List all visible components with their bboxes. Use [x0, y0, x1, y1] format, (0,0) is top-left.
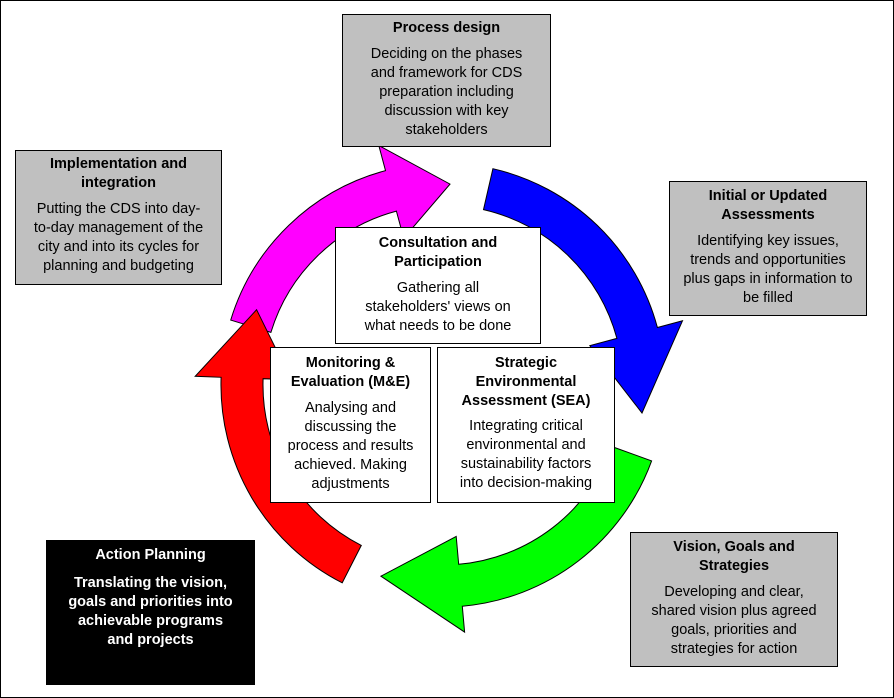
box-description: Developing and clear, shared vision plus… — [651, 584, 817, 657]
box-process-design: Process design Deciding on the phases an… — [342, 14, 551, 147]
box-sea: Strategic Environmental Assessment (SEA)… — [437, 347, 615, 503]
arrow-blue — [482, 168, 684, 414]
box-description: Identifying key issues, trends and oppor… — [683, 233, 853, 306]
box-title: Vision, Goals and Strategies — [673, 539, 795, 574]
box-title: Process design — [392, 20, 501, 36]
box-description: Deciding on the phases and framework for… — [370, 46, 523, 138]
box-title: Implementation and integration — [50, 156, 187, 191]
box-title: Monitoring & Evaluation (M&E) — [290, 355, 411, 390]
box-vision-goals: Vision, Goals and Strategies Developing … — [630, 532, 838, 667]
arrow-magenta — [230, 144, 451, 334]
box-title: Consultation and Participation — [378, 235, 498, 270]
box-title: Initial or Updated Assessments — [708, 188, 828, 223]
box-initial-assessments: Initial or Updated Assessments Identifyi… — [669, 181, 867, 316]
box-title: Action Planning — [95, 547, 206, 563]
box-monitoring: Monitoring & Evaluation (M&E) Analysing … — [270, 347, 431, 503]
box-description: Translating the vision, goals and priori… — [68, 575, 233, 648]
box-consultation: Consultation and Participation Gathering… — [335, 227, 541, 344]
box-description: Integrating critical environmental and s… — [459, 418, 593, 491]
box-title: Strategic Environmental Assessment (SEA) — [461, 355, 591, 409]
box-action-planning: Action Planning Translating the vision, … — [46, 540, 255, 685]
arrow-green — [379, 445, 653, 634]
box-description: Analysing and discussing the process and… — [287, 400, 414, 492]
box-description: Putting the CDS into day- to-day managem… — [33, 201, 204, 274]
box-description: Gathering all stakeholders' views on wha… — [364, 280, 512, 334]
box-implementation: Implementation and integration Putting t… — [15, 150, 222, 285]
